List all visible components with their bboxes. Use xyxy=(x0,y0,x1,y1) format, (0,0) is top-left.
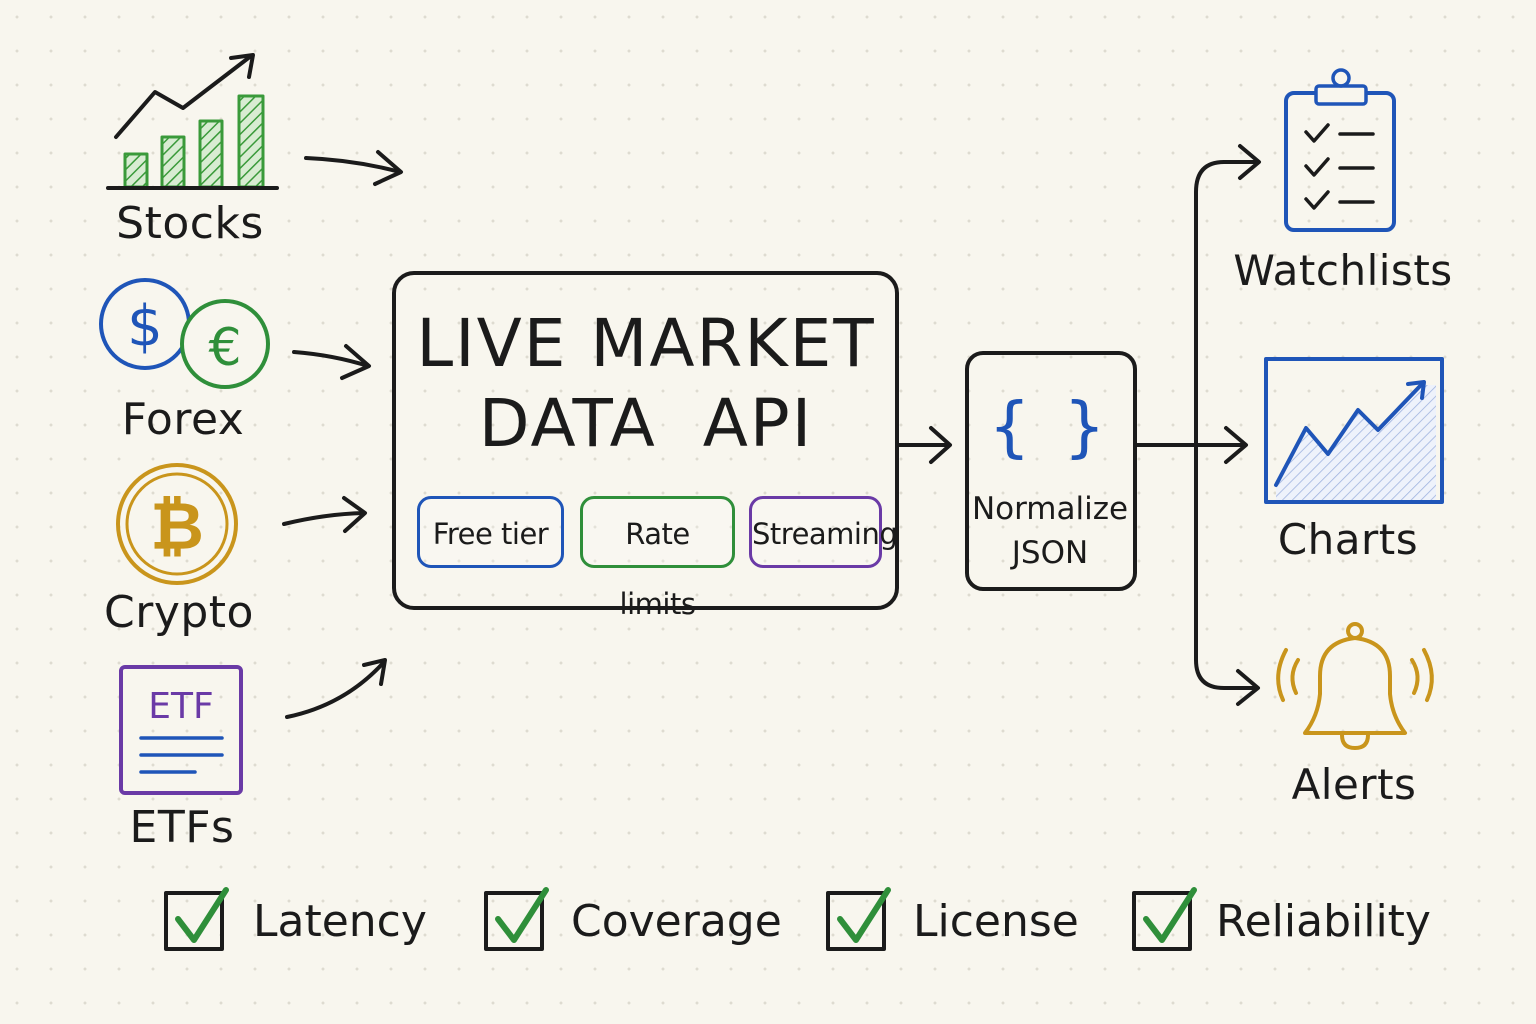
stocks-arrow xyxy=(304,156,402,174)
svg-text:$: $ xyxy=(127,294,163,359)
stocks-arrowhead xyxy=(373,150,403,186)
output-label-charts: Charts xyxy=(1277,515,1419,564)
normalize-label-line2: JSON xyxy=(1011,535,1089,571)
etfs-arrow xyxy=(285,660,386,719)
license-checkbox-icon xyxy=(826,887,891,951)
api-title-line2: DATA API xyxy=(478,385,814,462)
watchlists-arrowhead xyxy=(1238,144,1261,180)
crypto-arrow xyxy=(282,511,366,526)
criteria-label-latency: Latency xyxy=(253,896,427,947)
api-to-normalize-arrow xyxy=(897,426,952,464)
source-label-etfs: ETFs xyxy=(129,802,235,853)
line-chart-icon xyxy=(1264,357,1444,504)
source-label-forex: Forex xyxy=(121,394,245,445)
source-arrows xyxy=(282,150,403,719)
svg-text:€: € xyxy=(208,318,241,378)
etf-document-icon: ETF xyxy=(119,665,243,795)
chip-rate-limits: Rate limits xyxy=(580,496,735,621)
branch-trunk xyxy=(1194,160,1258,690)
bitcoin-icon: ₿ xyxy=(116,463,238,585)
etfs-arrowhead xyxy=(362,658,387,686)
coverage-checkbox-icon xyxy=(484,887,549,951)
currency-coins-icon: $ € xyxy=(99,278,270,389)
source-label-stocks: Stocks xyxy=(116,198,264,249)
stock-chart-icon xyxy=(106,53,279,190)
criteria-label-coverage: Coverage xyxy=(571,896,782,947)
svg-text:ETF: ETF xyxy=(148,686,213,727)
clipboard-checklist-icon xyxy=(1284,68,1396,232)
bell-icon xyxy=(1276,622,1434,750)
latency-checkbox-icon xyxy=(164,887,229,951)
forex-arrow xyxy=(292,350,370,368)
normalize-label-line1: Normalize xyxy=(971,491,1129,527)
crypto-arrowhead xyxy=(342,496,367,533)
api-title-line1: LIVE MARKET xyxy=(416,305,876,382)
chip-streaming: Streaming xyxy=(749,496,898,568)
braces-icon: { } xyxy=(988,388,1112,465)
api-title: LIVE MARKET DATA API xyxy=(400,304,892,464)
alerts-arrowhead xyxy=(1236,669,1260,706)
forex-arrowhead xyxy=(340,344,371,380)
source-label-crypto: Crypto xyxy=(104,587,254,638)
api-box xyxy=(392,271,899,610)
charts-arrowhead xyxy=(1224,426,1248,464)
output-label-alerts: Alerts xyxy=(1291,760,1417,809)
criteria-checkboxes xyxy=(164,887,1197,951)
output-arrows xyxy=(1135,144,1261,706)
normalize-box xyxy=(965,351,1137,591)
criteria-label-license: License xyxy=(913,896,1079,947)
reliability-checkbox-icon xyxy=(1132,887,1197,951)
output-label-watchlists: Watchlists xyxy=(1233,246,1453,295)
chip-free-tier: Free tier xyxy=(417,496,564,568)
svg-text:₿: ₿ xyxy=(150,488,204,565)
normalize-label: Normalize JSON xyxy=(968,487,1132,575)
criteria-label-reliability: Reliability xyxy=(1216,896,1431,947)
